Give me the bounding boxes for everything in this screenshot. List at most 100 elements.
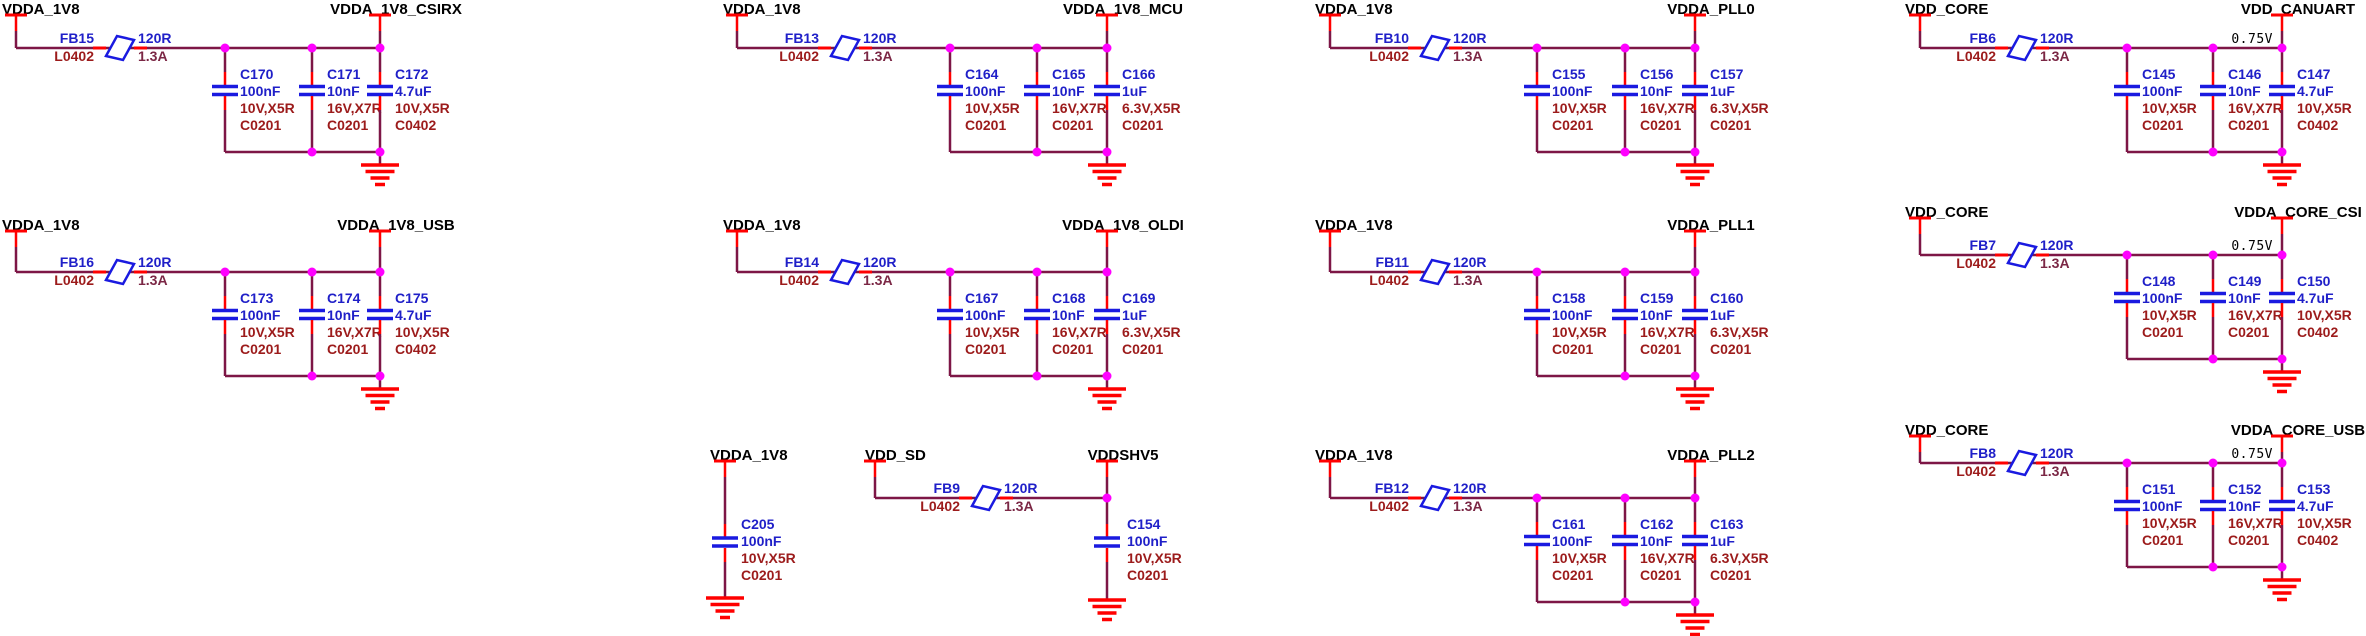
capacitor-symbol[interactable] [2114,48,2140,152]
output-net-label[interactable]: VDDA_PLL2 [1667,447,1755,464]
ferrite-bead-body[interactable] [829,34,861,62]
capacitor-symbol[interactable] [2200,255,2226,359]
capacitor-symbol[interactable] [712,524,738,585]
ground-symbol[interactable] [1676,152,1714,187]
ferrite-bead-body[interactable] [1419,484,1451,512]
capacitor-symbol[interactable] [299,272,325,376]
capacitor-rating: 10V,X5R [395,324,450,340]
capacitor-symbol[interactable] [937,48,963,152]
ferrite-bead-symbol[interactable] [1995,34,2049,62]
ferrite-bead-body[interactable] [104,34,136,62]
ferrite-bead-symbol[interactable] [1408,34,1462,62]
ground-symbol[interactable] [1088,152,1126,187]
ferrite-current: 1.3A [2040,463,2070,479]
junction-dot [220,267,230,277]
capacitor-symbol[interactable] [1094,48,1120,152]
capacitor-symbol[interactable] [1094,272,1120,376]
capacitor-symbol[interactable] [1094,498,1120,587]
ferrite-bead-symbol[interactable] [1408,484,1462,512]
capacitor-symbol[interactable] [2269,48,2295,152]
ferrite-bead-body[interactable] [104,258,136,286]
ferrite-bead-body[interactable] [1419,258,1451,286]
ferrite-bead-symbol[interactable] [93,258,147,286]
ferrite-bead-body[interactable] [970,484,1002,512]
ferrite-bead-symbol[interactable] [818,258,872,286]
output-net-label[interactable]: VDDA_1V8_OLDI [1062,217,1184,234]
capacitor-rating: 10V,X5R [2297,515,2352,531]
capacitor-symbol[interactable] [212,272,238,376]
junction-dot [2277,147,2287,157]
capacitor-package: C0402 [395,341,436,357]
ground-symbol[interactable] [361,152,399,187]
output-net-label[interactable]: VDDA_CORE_CSI [2234,204,2362,221]
junction-dot [375,147,385,157]
ground-symbol[interactable] [1088,376,1126,411]
ferrite-bead-body[interactable] [1419,34,1451,62]
capacitor-symbol[interactable] [1024,272,1050,376]
capacitor-symbol[interactable] [1524,272,1550,376]
ferrite-bead-body[interactable] [2006,241,2038,269]
capacitor-ref: C174 [327,290,361,306]
capacitor-symbol[interactable] [1524,48,1550,152]
output-net-label[interactable]: VDDA_CORE_USB [2231,422,2365,439]
capacitor-value: 100nF [1552,307,1593,323]
capacitor-symbol[interactable] [2200,463,2226,567]
output-net-label[interactable]: VDD_CANUART [2241,1,2355,18]
ground-symbol[interactable] [2263,567,2301,602]
ground-symbol[interactable] [1676,602,1714,636]
junction-dot [307,147,317,157]
capacitor-rating: 16V,X7R [1052,100,1107,116]
ferrite-bead-symbol[interactable] [1408,258,1462,286]
output-net-label[interactable]: VDDA_PLL1 [1667,217,1755,234]
capacitor-symbol[interactable] [1612,498,1638,602]
ground-symbol[interactable] [361,376,399,411]
capacitor-symbol[interactable] [1612,272,1638,376]
capacitor-symbol[interactable] [2269,463,2295,567]
capacitor-package: C0201 [1710,341,1751,357]
junction-dot [945,267,955,277]
capacitor-rating: 16V,X7R [2228,515,2283,531]
ground-symbol[interactable] [2263,152,2301,187]
ferrite-bead-symbol[interactable] [818,34,872,62]
capacitor-rating: 10V,X5R [965,324,1020,340]
ferrite-bead-body[interactable] [829,258,861,286]
output-net-label[interactable]: VDDA_PLL0 [1667,1,1755,18]
junction-dot [375,267,385,277]
capacitor-ref: C163 [1710,516,1744,532]
ferrite-bead-symbol[interactable] [1995,241,2049,269]
capacitor-symbol[interactable] [299,48,325,152]
capacitor-symbol[interactable] [2200,48,2226,152]
capacitor-symbol[interactable] [1612,48,1638,152]
capacitor-package: C0201 [1640,341,1681,357]
output-net-label[interactable]: VDDA_1V8_USB [337,217,455,234]
output-net-label[interactable]: VDDA_1V8_MCU [1063,1,1183,18]
ground-symbol[interactable] [1676,376,1714,411]
ferrite-package: L0402 [1369,498,1409,514]
ferrite-bead-symbol[interactable] [959,484,1013,512]
ground-symbol[interactable] [2263,359,2301,394]
capacitor-symbol[interactable] [212,48,238,152]
ferrite-package: L0402 [54,272,94,288]
ground-symbol[interactable] [1088,587,1126,622]
capacitor-value: 10nF [327,307,360,323]
capacitor-symbol[interactable] [1024,48,1050,152]
capacitor-value: 10nF [1052,83,1085,99]
capacitor-ref: C165 [1052,66,1086,82]
capacitor-symbol[interactable] [2114,463,2140,567]
capacitor-symbol[interactable] [1524,498,1550,602]
capacitor-symbol[interactable] [937,272,963,376]
ferrite-bead-body[interactable] [2006,34,2038,62]
output-net-label[interactable]: VDDA_1V8_CSIRX [330,1,462,18]
capacitor-rating: 16V,X7R [2228,100,2283,116]
capacitor-ref: C148 [2142,273,2176,289]
capacitor-symbol[interactable] [367,48,393,152]
ferrite-bead-body[interactable] [2006,449,2038,477]
capacitor-symbol[interactable] [2114,255,2140,359]
ferrite-bead-symbol[interactable] [1995,449,2049,477]
ferrite-bead-symbol[interactable] [93,34,147,62]
ground-symbol[interactable] [706,585,744,620]
capacitor-value: 1uF [1122,307,1147,323]
capacitor-symbol[interactable] [367,272,393,376]
